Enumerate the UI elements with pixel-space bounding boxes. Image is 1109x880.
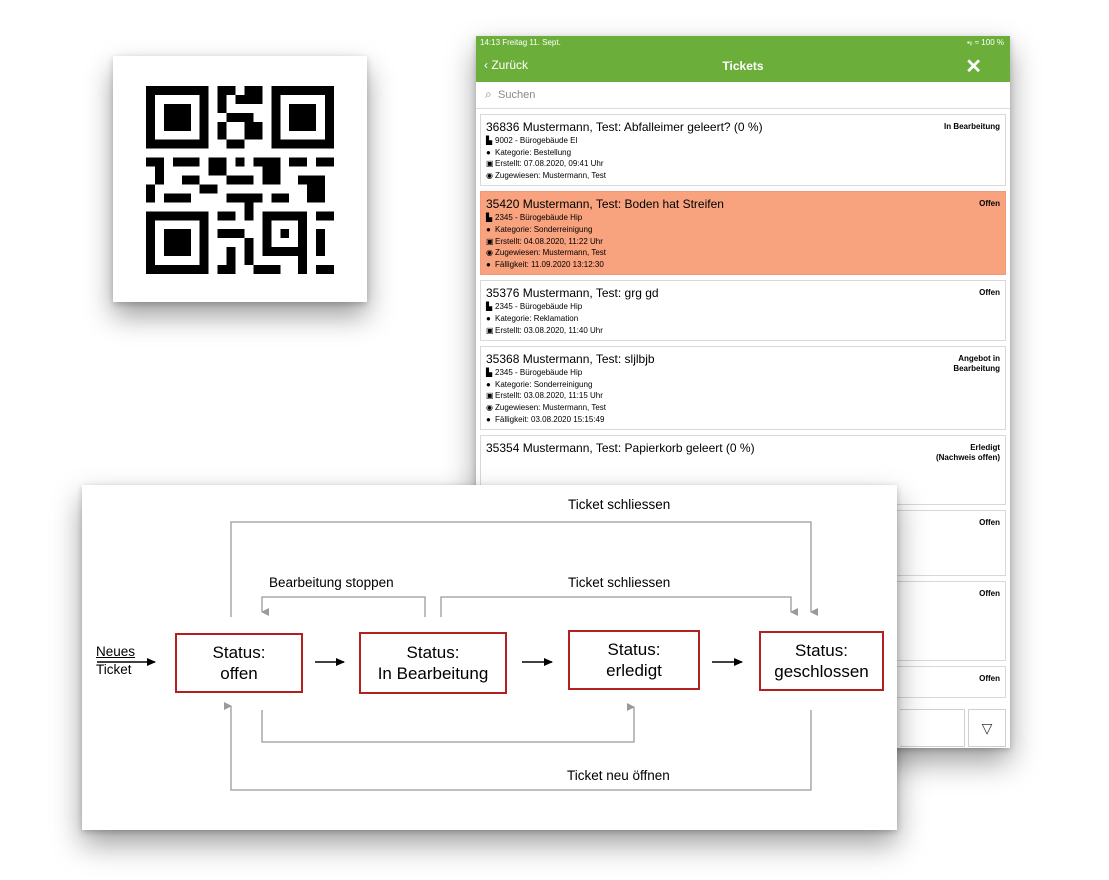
state-geschlossen: Status: geschlossen	[759, 631, 884, 691]
ticket-title: 35376 Mustermann, Test: grg gd	[486, 286, 659, 301]
info-icon: ●	[486, 313, 491, 323]
ticket-item[interactable]: 35368 Mustermann, Test: sljlbjb Angebot …	[480, 346, 1006, 431]
ticket-status: Offen	[979, 589, 1000, 599]
state-geschlossen-line1: Status:	[795, 641, 848, 660]
clock-icon: ●	[486, 414, 491, 424]
building-icon: ▙	[486, 302, 493, 312]
ticket-item[interactable]: 35420 Mustermann, Test: Boden hat Streif…	[480, 191, 1006, 276]
label-top-close: Ticket schliessen	[568, 497, 671, 512]
ticket-title: 35354 Mustermann, Test: Papierkorb gelee…	[486, 441, 755, 456]
ticket-due: Fälligkeit: 03.08.2020 15:15:49	[495, 414, 605, 424]
state-in-bearbeitung-line2: In Bearbeitung	[377, 664, 489, 683]
state-offen: Status: offen	[175, 633, 303, 693]
user-icon: ◉	[486, 248, 493, 258]
ticket-due: Fälligkeit: 11.09.2020 13:12:30	[495, 259, 604, 269]
ticket-created: Erstellt: 03.08.2020, 11:40 Uhr	[495, 325, 603, 335]
state-offen-line1: Status:	[212, 643, 266, 662]
search-placeholder: Suchen	[498, 89, 536, 101]
ticket-category: Kategorie: Bestellung	[495, 147, 572, 157]
user-icon: ◉	[486, 170, 493, 180]
clock-icon: ●	[486, 259, 491, 269]
ticket-assigned: Zugewiesen: Mustermann, Test	[495, 248, 607, 258]
new-ticket-label: Neues Ticket	[96, 643, 135, 679]
ticket-created: Erstellt: 04.08.2020, 11:22 Uhr	[495, 236, 603, 246]
user-icon: ◉	[486, 402, 493, 412]
edge-top-close	[230, 521, 818, 617]
building-icon: ▙	[486, 136, 493, 145]
ticket-status: Offen	[979, 674, 1000, 684]
ticket-status: Offen	[979, 199, 1000, 209]
state-in-bearbeitung-line1: Status:	[406, 643, 460, 662]
edge-close-processing	[440, 596, 798, 617]
status-diagram: Neues Ticket Status: offen Status: In Be…	[82, 485, 897, 830]
edge-reopen	[224, 702, 812, 791]
calendar-icon: ▣	[486, 159, 494, 169]
ticket-title: 35368 Mustermann, Test: sljlbjb	[486, 352, 655, 367]
state-geschlossen-line2: geschlossen	[774, 662, 869, 681]
ticket-building: 9002 - Bürogebäude EI	[495, 136, 578, 145]
edge-stop	[261, 596, 426, 617]
status-time: 14:13 Freitag 11. Sept.	[480, 38, 561, 47]
ticket-status-line1: Erledigt	[970, 443, 1000, 453]
ticket-status: In Bearbeitung	[943, 122, 1000, 131]
ticket-created: Erstellt: 07.08.2020, 09:41 Uhr	[495, 159, 604, 169]
bottom-bar: ▽	[900, 709, 1010, 748]
building-icon: ▙	[486, 213, 493, 223]
new-ticket-line2: Ticket	[96, 662, 132, 677]
status-bar: 14:13 Freitag 11. Sept. ▪ᵢₗ ≈ 100 %	[476, 36, 1010, 50]
state-erledigt: Status: erledigt	[568, 630, 700, 690]
calendar-icon: ▣	[486, 325, 494, 335]
ticket-item[interactable]: 35376 Mustermann, Test: grg gd Offen ▙23…	[480, 280, 1006, 342]
ticket-category: Kategorie: Sonderreinigung	[495, 224, 593, 234]
ticket-item[interactable]: 36836 Mustermann, Test: Abfalleimer gele…	[480, 114, 1006, 187]
ticket-building: 2345 - Bürogebäude Hip	[495, 368, 583, 378]
ticket-created: Erstellt: 03.08.2020, 11:15 Uhr	[495, 391, 603, 401]
ticket-category: Kategorie: Sonderreinigung	[495, 379, 593, 389]
back-button[interactable]: ‹ Zurück	[484, 58, 529, 72]
label-close-processing: Ticket schliessen	[568, 575, 671, 590]
label-reopen: Ticket neu öffnen	[567, 768, 670, 783]
search-icon: ⌕	[485, 87, 492, 101]
state-erledigt-line2: erledigt	[606, 661, 662, 680]
nav-bar: ‹ Zurück Tickets ✕	[476, 50, 1010, 82]
calendar-icon: ▣	[486, 236, 494, 246]
state-erledigt-line1: Status:	[607, 640, 661, 659]
ticket-status: Offen	[979, 288, 1000, 298]
new-ticket-line1: Neues	[96, 644, 136, 659]
edge-offen-erledigt	[261, 703, 635, 743]
qr-code-icon	[146, 86, 334, 274]
ticket-assigned: Zugewiesen: Mustermann, Test	[495, 170, 607, 180]
info-icon: ●	[486, 147, 491, 157]
ticket-assigned: Zugewiesen: Mustermann, Test	[495, 402, 607, 412]
bottom-input[interactable]	[900, 709, 965, 747]
label-stop: Bearbeitung stoppen	[269, 575, 394, 590]
ticket-status-line1: Angebot in	[958, 354, 1000, 364]
diagram-connectors	[97, 521, 818, 791]
ticket-status-line2: (Nachweis offen)	[935, 453, 1000, 463]
ticket-building: 2345 - Bürogebäude Hip	[495, 213, 583, 223]
info-icon: ●	[486, 224, 491, 234]
state-offen-line2: offen	[220, 664, 258, 683]
ticket-title: 36836 Mustermann, Test: Abfalleimer gele…	[486, 120, 763, 134]
close-icon[interactable]: ✕	[965, 56, 982, 78]
ticket-status: Offen	[979, 518, 1000, 528]
building-icon: ▙	[486, 368, 493, 378]
back-label: Zurück	[491, 58, 529, 72]
search-input[interactable]: ⌕ Suchen	[476, 82, 1010, 109]
ticket-title: 35420 Mustermann, Test: Boden hat Streif…	[486, 197, 724, 212]
ticket-status: Erledigt(Nachweis offen)	[936, 443, 1000, 463]
ticket-category: Kategorie: Reklamation	[495, 313, 579, 323]
filter-icon[interactable]: ▽	[968, 709, 1006, 747]
ticket-status-line2: Bearbeitung	[953, 364, 1000, 374]
ticket-building: 2345 - Bürogebäude Hip	[495, 302, 583, 312]
qr-code-card	[113, 56, 367, 302]
calendar-icon: ▣	[486, 391, 494, 401]
battery-indicator: ▪ᵢₗ ≈ 100 %	[967, 38, 1004, 47]
nav-title: Tickets	[722, 59, 764, 73]
state-in-bearbeitung: Status: In Bearbeitung	[359, 632, 507, 694]
info-icon: ●	[486, 379, 491, 389]
